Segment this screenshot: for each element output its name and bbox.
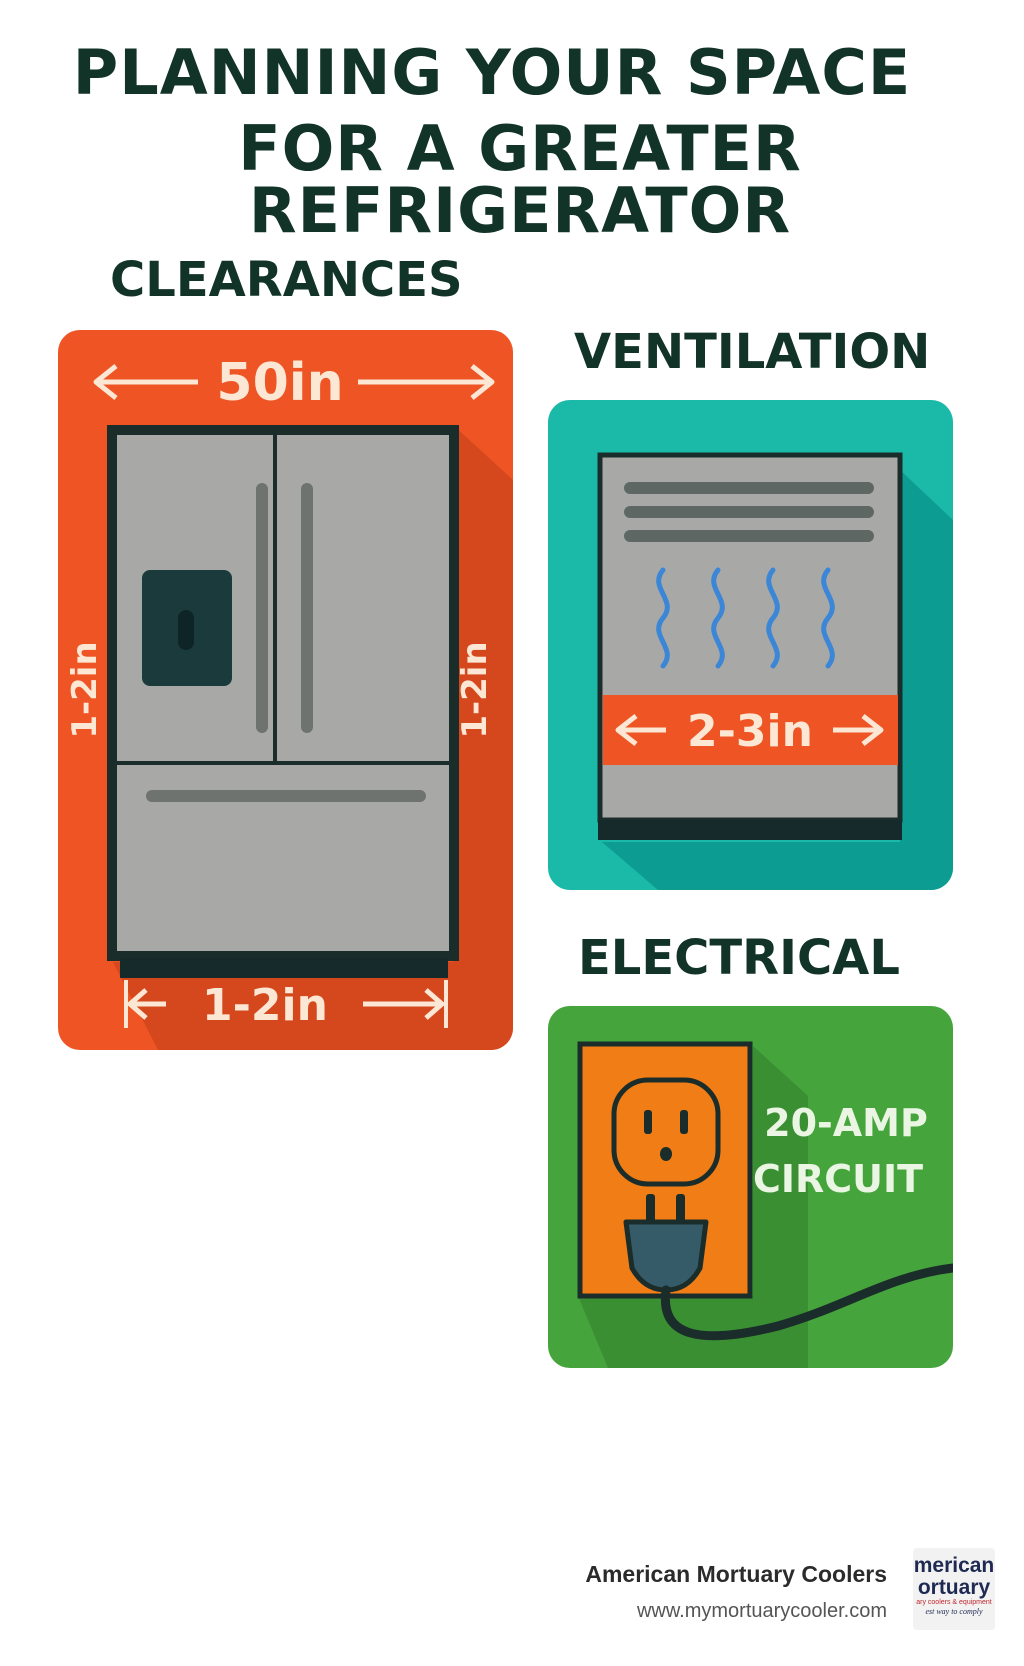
- logo-line-4: est way to comply: [925, 1607, 983, 1616]
- logo-line-2: ortuary: [918, 1576, 991, 1599]
- ventilation-heading: VENTILATION: [574, 324, 931, 380]
- ventilation-gap-label: 2-3in: [687, 706, 813, 757]
- electrical-heading: ELECTRICAL: [578, 930, 900, 986]
- ventilation-card: 2-3in: [548, 400, 953, 890]
- company-logo: merican ortuary ary coolers & equipment …: [913, 1548, 995, 1630]
- ventilation-illustration: 2-3in: [548, 400, 953, 890]
- logo-line-1: merican: [914, 1554, 995, 1577]
- company-url[interactable]: www.mymortuarycooler.com: [636, 1600, 887, 1622]
- title-line-2: FOR A GREATER REFRIGERATOR: [238, 112, 802, 247]
- clearances-heading: CLEARANCES: [110, 252, 463, 308]
- company-name: American Mortuary Coolers: [585, 1561, 887, 1587]
- electrical-card: 20-AMP CIRCUIT: [548, 1006, 953, 1368]
- left-side-label: 1-2in: [65, 641, 105, 738]
- logo-line-3: ary coolers & equipment: [916, 1599, 992, 1606]
- outlet-illustration: 20-AMP CIRCUIT: [548, 1006, 953, 1368]
- clearances-card: 50in 1-2in 1-2in 1-2in: [58, 330, 513, 1050]
- circuit-line-2: CIRCUIT: [753, 1157, 923, 1201]
- refrigerator-illustration: 50in 1-2in 1-2in 1-2in: [58, 330, 513, 1050]
- title-line-1: PLANNING YOUR SPACE: [72, 36, 912, 109]
- bottom-label: 1-2in: [202, 980, 328, 1031]
- top-width-label: 50in: [216, 353, 343, 413]
- right-side-label: 1-2in: [455, 641, 495, 738]
- circuit-line-1: 20-AMP: [764, 1101, 928, 1145]
